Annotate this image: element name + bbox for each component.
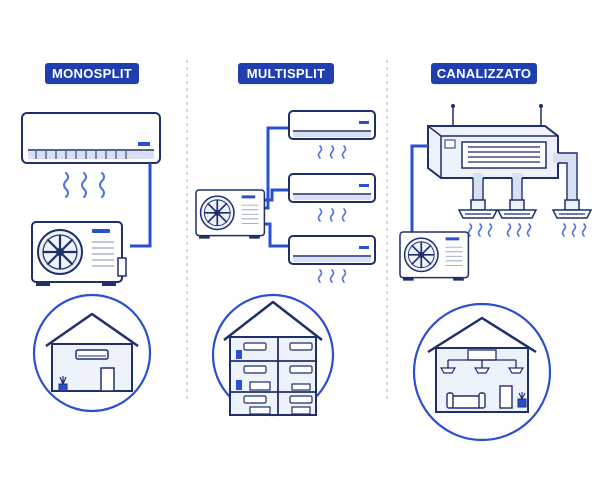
monosplit-house [32,293,152,413]
canalizzato-pipe [410,144,428,236]
multisplit-indoor-unit-1 [288,110,376,140]
sofa-icon [446,392,486,409]
plant-icon [517,392,527,408]
multisplit-title: MULTISPLIT [238,63,334,84]
canalizzato-outdoor-unit [399,231,470,282]
monosplit-indoor-unit [21,112,161,164]
diffuser-1 [458,199,498,219]
canalizzato-airflow [467,223,587,237]
plant-icon [236,380,242,390]
monosplit-outdoor-unit [30,220,127,288]
monosplit-airflow [63,172,105,198]
canalizzato-house [412,302,552,442]
canalizzato-ducted-unit [427,125,559,179]
multisplit-indoor-unit-2 [288,173,376,203]
multisplit-panel [195,110,376,417]
canalizzato-title: CANALIZZATO [431,63,537,84]
monosplit-pipe [130,163,152,248]
door-icon [499,385,513,409]
diffuser-3 [552,199,592,219]
multisplit-indoor-unit-3 [288,235,376,265]
window-icon [236,350,242,359]
monosplit-panel [21,112,161,413]
multisplit-outdoor-unit [195,189,266,240]
multisplit-house [211,293,335,417]
canalizzato-panel [399,104,592,442]
furniture-icons [249,381,311,415]
monosplit-title: MONOSPLIT [45,63,139,84]
diffuser-2 [497,199,537,219]
plant-icon [58,376,68,392]
